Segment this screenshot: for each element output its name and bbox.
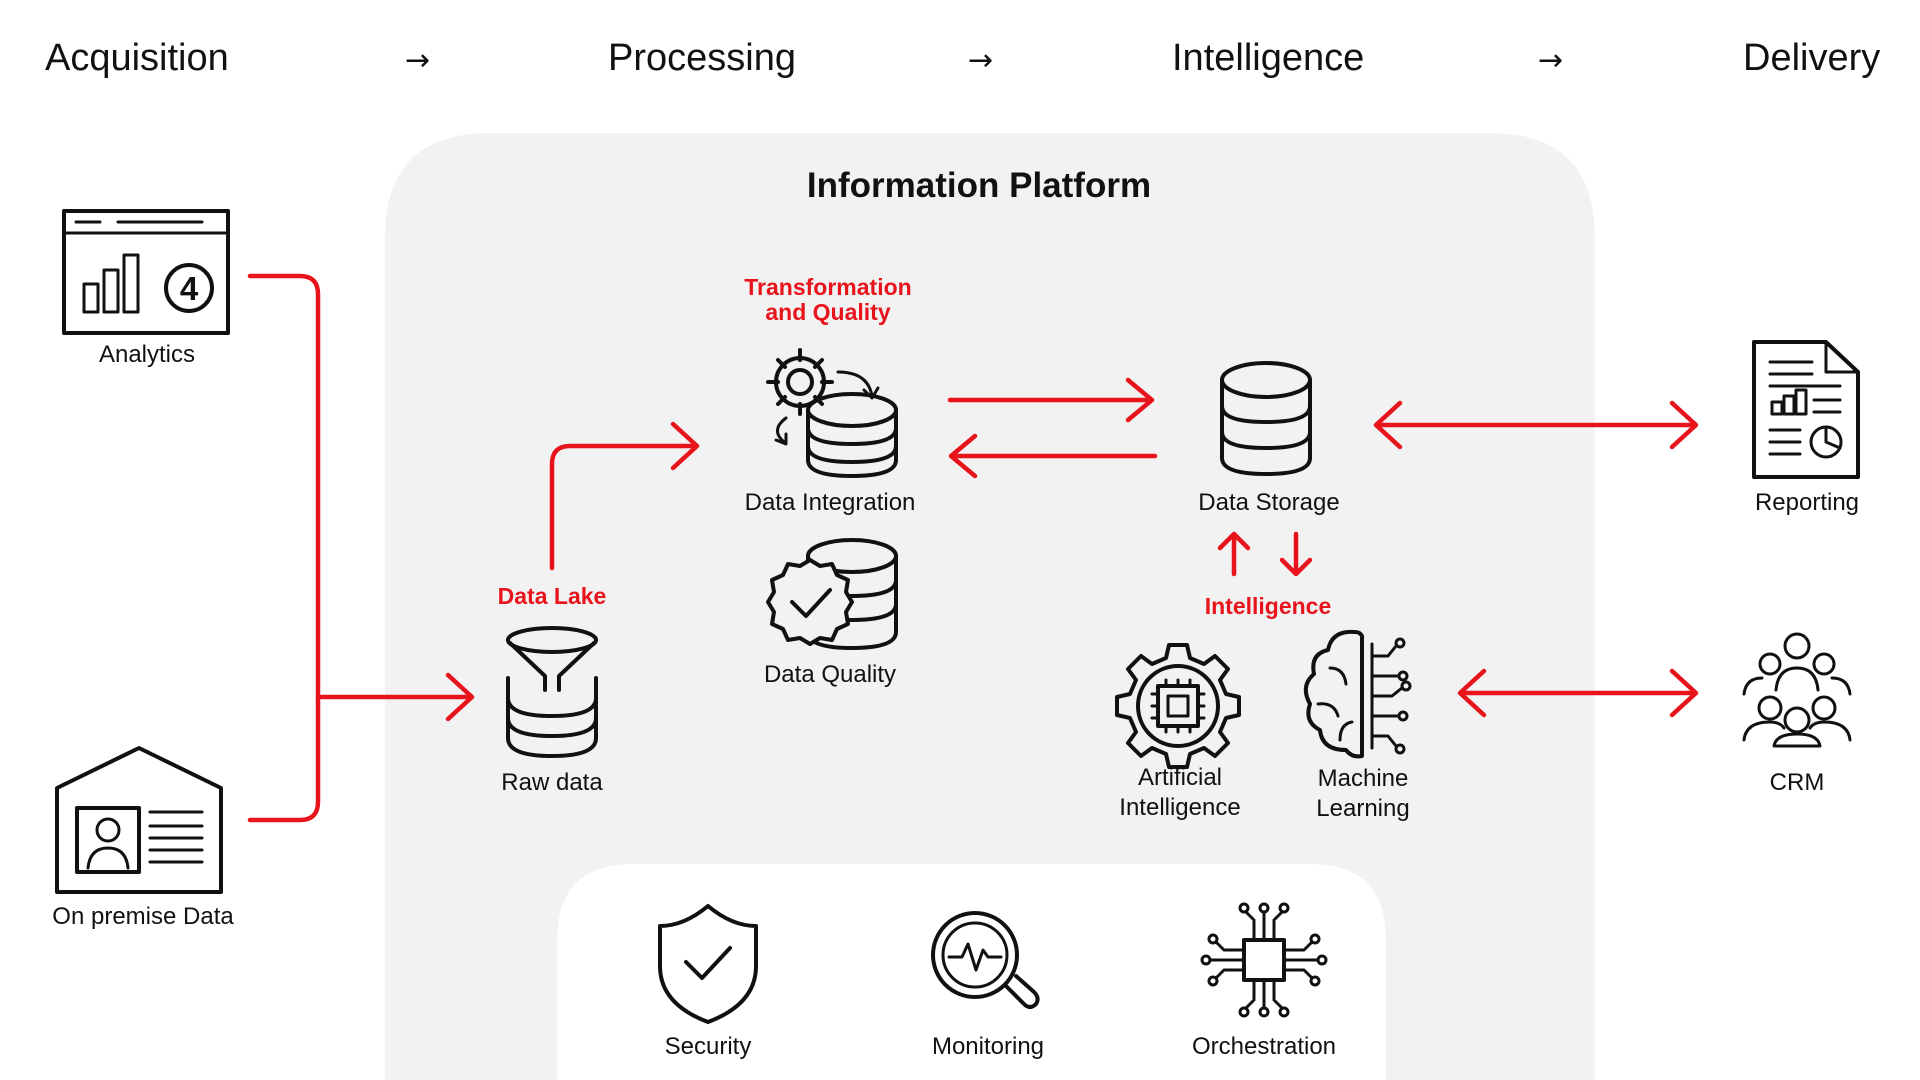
- on-premise-label: On premise Data: [52, 903, 234, 930]
- intelligence-crm-arrowhead-left: [1457, 668, 1487, 718]
- orchestration-label: Orchestration: [1192, 1033, 1336, 1060]
- on-premise-icon: [55, 746, 223, 894]
- stage-title-intelligence: Intelligence: [1172, 37, 1364, 79]
- intelligence-heading: Intelligence: [1205, 593, 1332, 619]
- crm-people-icon: [1742, 632, 1852, 748]
- stage-arrow-2: →: [968, 43, 993, 78]
- lake-to-integration-arrowhead: [670, 421, 700, 471]
- orchestration-chip-icon: [1200, 902, 1328, 1018]
- machine-learning-icon: [1303, 629, 1412, 759]
- stage-header: Acquisition → Processing → Intelligence …: [45, 37, 1880, 79]
- data-storage-icon: [1220, 361, 1312, 476]
- intelligence-crm-arrowhead-right: [1669, 668, 1699, 718]
- reporting-icon: [1752, 340, 1860, 479]
- stage-arrow-1: →: [405, 43, 430, 78]
- ai-label-line2: Intelligence: [1119, 794, 1240, 821]
- analytics-connector: [247, 273, 321, 823]
- stage-arrow-3: →: [1538, 43, 1563, 78]
- ml-label-line2: Learning: [1316, 795, 1409, 822]
- stage-title-processing: Processing: [608, 37, 796, 79]
- analytics-icon: [62, 209, 230, 335]
- ai-label-line1: Artificial: [1138, 764, 1222, 791]
- crm-label: CRM: [1770, 769, 1825, 796]
- data-integration-icon: [766, 348, 898, 478]
- data-storage-label: Data Storage: [1198, 489, 1339, 516]
- data-lake-funnel-icon: [506, 626, 598, 758]
- data-quality-icon: [766, 538, 898, 650]
- integration-to-storage-arrowhead: [1125, 377, 1155, 423]
- artificial-intelligence-icon: [1115, 643, 1241, 769]
- data-lake-heading: Data Lake: [498, 583, 607, 609]
- reporting-label: Reporting: [1755, 489, 1859, 516]
- data-quality-label: Data Quality: [764, 661, 896, 688]
- monitoring-label: Monitoring: [932, 1033, 1044, 1060]
- verified-badge-icon: [766, 558, 854, 646]
- platform-panel: [385, 133, 1595, 1080]
- intelligence-down-arrow: [1279, 531, 1313, 577]
- stage-title-delivery: Delivery: [1743, 37, 1880, 79]
- ml-label-line1: Machine: [1318, 765, 1409, 792]
- raw-data-label: Raw data: [501, 769, 603, 796]
- storage-reporting-arrowhead-right: [1669, 400, 1699, 450]
- transformation-heading-line1: Transformation: [744, 274, 911, 300]
- connectors: [247, 273, 1699, 823]
- data-integration-label: Data Integration: [745, 489, 916, 516]
- intelligence-up-arrow: [1217, 531, 1251, 577]
- lake-to-integration-arrow: [549, 443, 698, 571]
- analytics-label: Analytics: [99, 341, 195, 368]
- foundation-panel: [557, 864, 1386, 1080]
- stage-title-acquisition: Acquisition: [45, 37, 229, 79]
- analytics-badge: 4: [180, 270, 199, 307]
- sources-to-lake-arrowhead: [445, 672, 475, 722]
- storage-reporting-arrowhead-left: [1373, 400, 1403, 450]
- platform-title: Information Platform: [807, 166, 1151, 205]
- security-label: Security: [665, 1033, 752, 1060]
- transformation-heading-line2: and Quality: [765, 299, 890, 325]
- monitoring-magnifier-icon: [931, 911, 1040, 1009]
- security-shield-icon: [658, 904, 758, 1024]
- storage-to-integration-arrowhead: [948, 433, 978, 479]
